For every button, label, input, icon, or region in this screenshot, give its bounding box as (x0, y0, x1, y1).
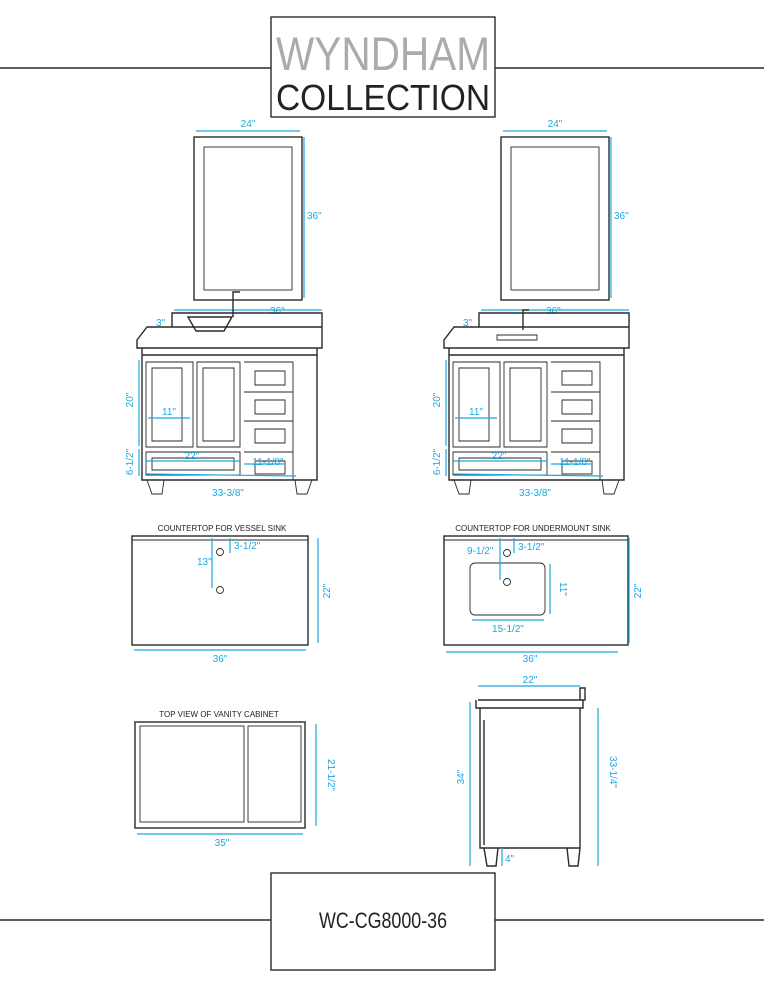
dim-small-drawer-width: 11-1/8" (252, 457, 284, 468)
drain-hole (216, 586, 224, 594)
dim-drawer-height: 6-1/2" (432, 448, 443, 475)
model-number: WC-CG8000-36 (319, 908, 447, 933)
countertop-vessel: COUNTERTOP FOR VESSEL SINK 3-1/2" 13" 22… (131, 524, 333, 665)
front-view-undermount: 24" 36" 36" 3" 20" 6-1/2" 11" 22" 11-1/8… (432, 119, 630, 499)
dim-depth: 22" (322, 583, 333, 598)
dim-leg-height: 4" (505, 854, 515, 865)
dim-backsplash: 3" (463, 318, 473, 329)
drain-hole (503, 578, 511, 586)
dim-cabinet-height: 33-1/4" (607, 756, 618, 788)
dim-total-height: 34" (456, 769, 467, 784)
dim-faucet-offset: 3-1/2" (518, 542, 545, 553)
faucet (232, 291, 240, 317)
faucet-hole (503, 549, 511, 557)
model-box (270, 872, 496, 971)
mirror (193, 136, 303, 301)
dim-door-height: 20" (125, 392, 136, 407)
dim-door-width: 11" (162, 407, 176, 418)
dim-sink-depth: 11" (557, 582, 568, 596)
dim-drain-offset: 13" (197, 557, 212, 568)
sink-bowl (469, 562, 546, 616)
countertop-undermount-title: COUNTERTOP FOR UNDERMOUNT SINK (455, 524, 611, 533)
dim-backsplash: 3" (156, 318, 166, 329)
dim-top-width: 36" (546, 306, 561, 317)
mirror (500, 136, 610, 301)
side-view: 22" 34" 33-1/4" 4" (456, 675, 618, 867)
vessel-sink (186, 316, 234, 332)
dim-mirror-height: 36" (307, 211, 322, 222)
dim-drain-offset: 9-1/2" (467, 546, 494, 557)
brand-line1: WYNDHAM (276, 27, 490, 80)
dim-depth: 22" (523, 675, 538, 686)
dim-depth: 21-1/2" (325, 759, 336, 791)
dim-mirror-width: 24" (548, 119, 563, 130)
dim-drawer-width: 22" (185, 451, 200, 462)
dim-width: 35" (215, 838, 230, 849)
logo-box (270, 16, 496, 118)
faucet (522, 309, 529, 330)
top-view-title: TOP VIEW OF VANITY CABINET (159, 710, 279, 719)
dim-cabinet-width: 33-3/8" (212, 488, 244, 499)
brand-line2: COLLECTION (276, 77, 490, 118)
footer: WC-CG8000-36 (0, 872, 764, 971)
header: WYNDHAM COLLECTION (0, 16, 764, 118)
dim-top-width: 36" (270, 306, 285, 317)
top-view-cabinet: TOP VIEW OF VANITY CABINET 21-1/2" 35" (134, 710, 336, 849)
countertop-vessel-title: COUNTERTOP FOR VESSEL SINK (158, 524, 287, 533)
front-view-vessel: 24" 36" 36" 3" 20" 6-1/2" 11" 22" 11-1/8… (125, 119, 323, 499)
dim-drawer-height: 6-1/2" (125, 448, 136, 475)
dim-door-height: 20" (432, 392, 443, 407)
dim-cabinet-width: 33-3/8" (519, 488, 551, 499)
dim-drawer-width: 22" (492, 451, 507, 462)
dim-width: 36" (523, 654, 538, 665)
dim-width: 36" (213, 654, 228, 665)
countertop-undermount: COUNTERTOP FOR UNDERMOUNT SINK 9-1/2" 3-… (443, 524, 644, 665)
faucet-hole (216, 548, 224, 556)
dim-sink-width: 15-1/2" (492, 624, 524, 635)
dim-small-drawer-width: 11-1/8" (559, 457, 591, 468)
dim-mirror-width: 24" (241, 119, 256, 130)
dim-door-width: 11" (469, 407, 483, 418)
dim-depth: 22" (633, 583, 644, 598)
dim-faucet-offset: 3-1/2" (234, 541, 261, 552)
dim-mirror-height: 36" (614, 211, 629, 222)
undermount-sink (496, 334, 538, 341)
